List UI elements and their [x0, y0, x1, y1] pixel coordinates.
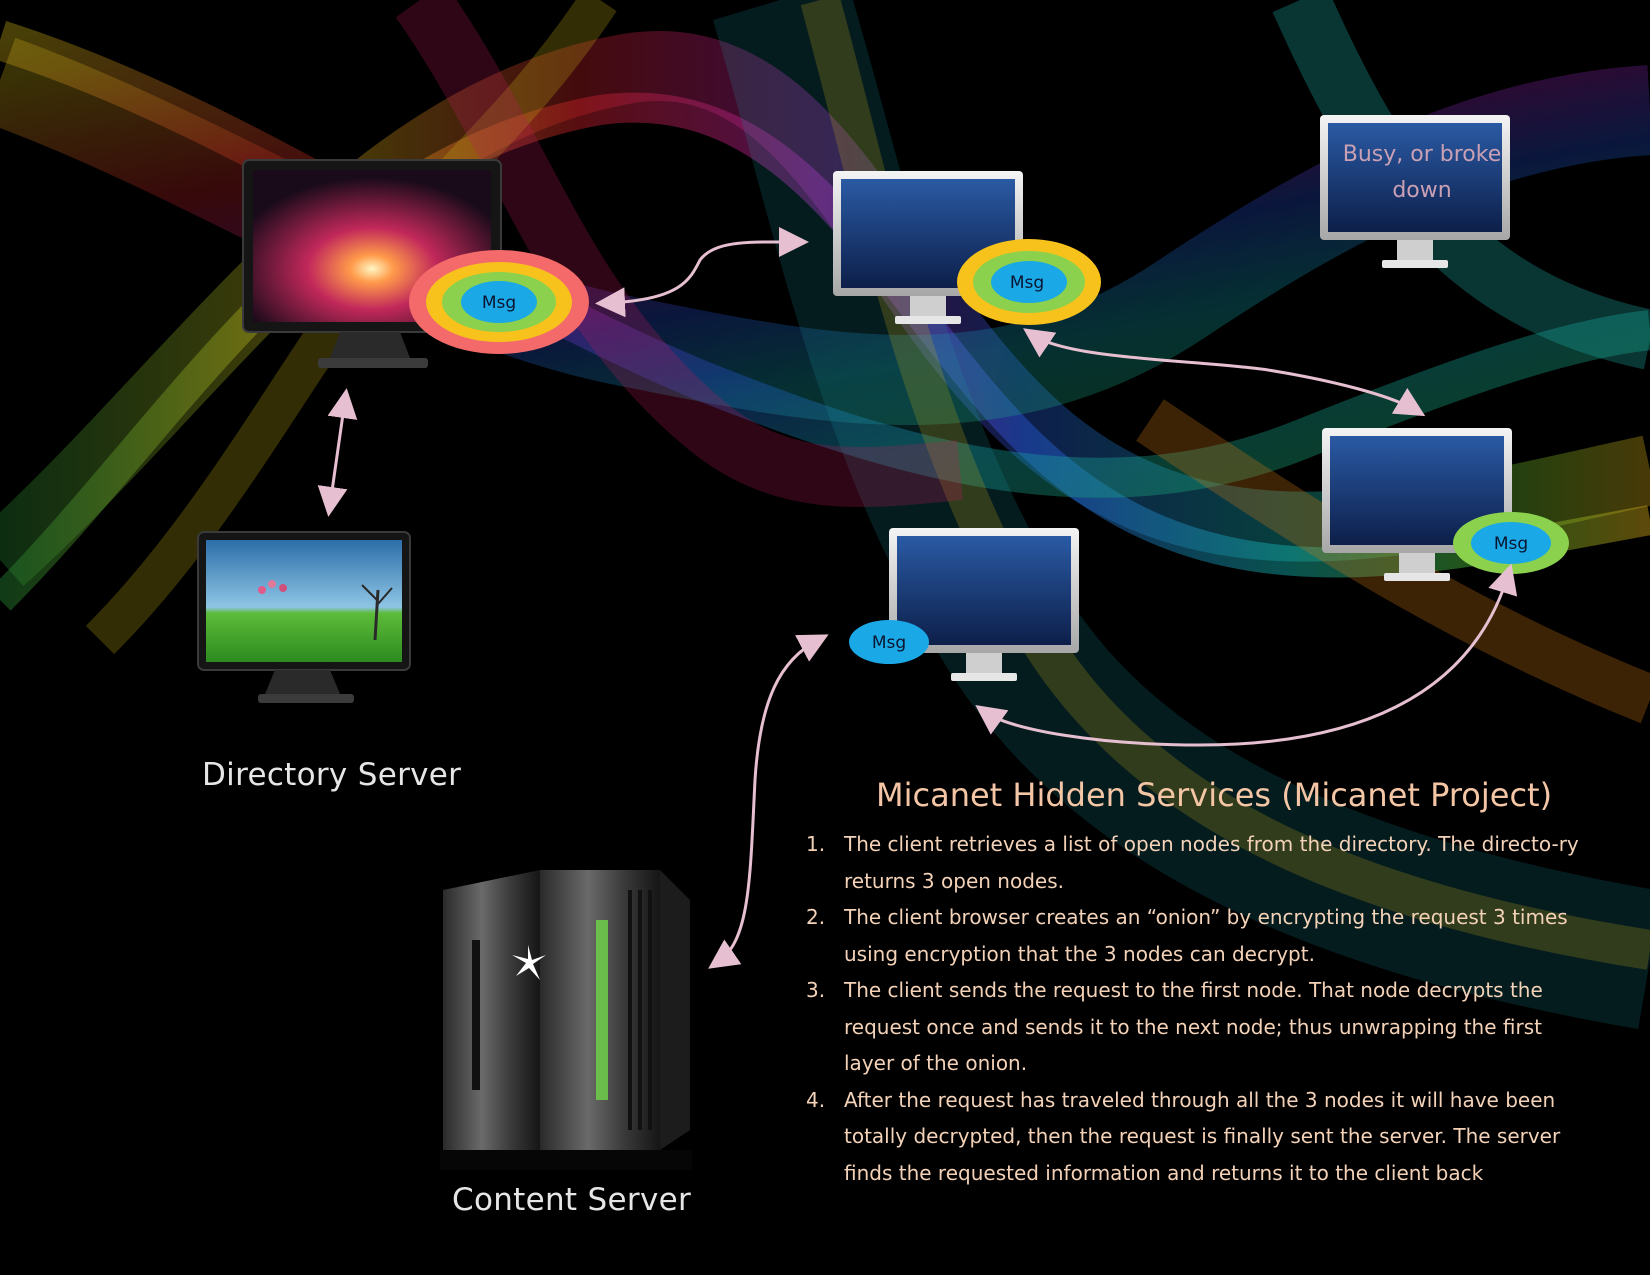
msg-label-node-2: Msg: [1494, 534, 1528, 554]
step-text: The client sends the request to the firs…: [844, 978, 1543, 1075]
arrow-client-to-node-1: [595, 226, 809, 318]
directory-server-label: Directory Server: [202, 757, 462, 793]
content-server-mainframe: [440, 870, 692, 1170]
directory-server-computer: [197, 531, 411, 703]
busy-node-computer: [1320, 115, 1510, 268]
arrow-node-3-to-content-server: [708, 634, 829, 969]
onion-message-node-2: [1453, 512, 1569, 574]
diagram-title: Micanet Hidden Services (Micanet Project…: [876, 776, 1553, 814]
busy-node-text-line-1: Busy, or broke: [1342, 142, 1502, 167]
step-item: 1. The client retrieves a list of open no…: [800, 826, 1590, 899]
step-number: 1.: [806, 832, 826, 856]
step-number: 3.: [806, 978, 826, 1002]
msg-label-client: Msg: [482, 293, 516, 313]
message-node-3: [849, 620, 929, 664]
step-item: 4. After the request has traveled through…: [800, 1082, 1590, 1192]
step-number: 2.: [806, 905, 826, 929]
arrow-node-1-to-node-2: [1023, 328, 1426, 417]
arrow-client-to-directory: [317, 388, 358, 517]
busy-node-text-line-2: down: [1392, 178, 1452, 203]
step-text: The client browser creates an “onion” by…: [844, 905, 1568, 966]
onion-message-node-1: [957, 239, 1101, 325]
connection-arrows: [317, 226, 1518, 969]
step-text: After the request has traveled through a…: [844, 1087, 1561, 1185]
msg-label-node-1: Msg: [1010, 273, 1044, 293]
busy-node-text: Busy, or broke down: [1322, 137, 1522, 209]
step-item: 2. The client browser creates an “onion” …: [800, 899, 1590, 972]
msg-label-node-3: Msg: [872, 633, 906, 653]
steps-list: 1. The client retrieves a list of open no…: [800, 826, 1590, 1191]
onion-message-client: [409, 250, 589, 354]
arrow-node-2-to-node-3: [975, 563, 1518, 747]
step-number: 4.: [806, 1087, 826, 1112]
step-text: The client retrieves a list of open node…: [844, 832, 1579, 893]
content-server-label: Content Server: [452, 1182, 692, 1218]
step-item: 3. The client sends the request to the fi…: [800, 972, 1590, 1082]
